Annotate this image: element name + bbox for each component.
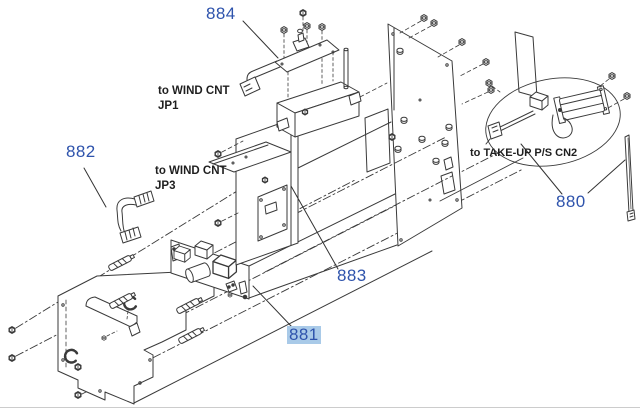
screw-icon [299,9,307,17]
sensor-motor-icon [553,85,611,125]
actuator-arm [239,60,281,97]
screw-icon [74,363,82,371]
shaft-rod [624,134,636,222]
screw-icon [388,133,396,141]
ribbon-cable-882 [116,190,155,244]
screw-icon [420,14,428,22]
screw-icon [458,38,466,46]
screw-icon [303,22,311,30]
small-pcb [257,184,288,242]
part-label-883: 883 [337,266,367,285]
part-label-880: 880 [556,192,586,211]
microswitch-icon [292,28,310,52]
leader-lines [83,20,626,328]
screw-icon [227,292,233,298]
relay-icon [194,240,214,260]
annotation-wind-cnt-jp1: to WIND CNT JP1 [158,84,230,114]
relay-icon [212,254,238,280]
screw-icon [318,23,326,31]
capacitor-icon [185,262,211,283]
annotation-wind-cnt-jp3: to WIND CNT JP3 [155,164,227,194]
part-label-881-highlighted: 881 [287,325,321,345]
connector-block-icon [529,91,549,111]
screw-icon [74,391,82,399]
screw-icon [301,108,309,116]
screw-icon [8,354,16,362]
switch-plate [274,39,349,90]
standoff-icon [107,252,136,272]
screw-icon [485,79,493,87]
screw-icon [261,176,269,184]
part-label-884: 884 [206,4,236,23]
wire-loop [551,114,573,139]
switch-assembly-884 [239,9,388,138]
component-panel-881 [170,239,270,300]
annotation-text: to WIND CNT [155,165,227,177]
rear-panel [364,23,463,247]
screw-icon [214,219,222,227]
screw-icon [214,150,222,158]
screw-icon [487,86,495,94]
relay-icon [173,245,191,263]
annotation-take-up-ps-cn2: to TAKE-UP P/S CN2 [470,146,577,160]
cable-plug-icon [485,121,503,145]
pin-icon [101,335,107,341]
bracket-box-883 [208,116,299,266]
chassis-bracket [8,270,215,405]
detail-balloon-880 [439,72,631,202]
narrow-plate [514,31,538,98]
screw-icon [430,19,438,27]
screw-icon [8,326,16,334]
part-label-882: 882 [66,142,96,161]
mount-bracket [276,81,362,138]
screw-icon [623,92,631,100]
annotation-text: JP3 [155,179,176,192]
screw-icon [482,58,490,66]
annotation-text: to WIND CNT [158,85,230,97]
screw-icon [280,26,288,34]
annotation-text: JP1 [158,99,179,112]
screw-icon [608,72,616,80]
annotation-text: to TAKE-UP P/S CN2 [470,147,578,159]
panel-screws [399,14,495,105]
handle-plate [85,296,141,337]
